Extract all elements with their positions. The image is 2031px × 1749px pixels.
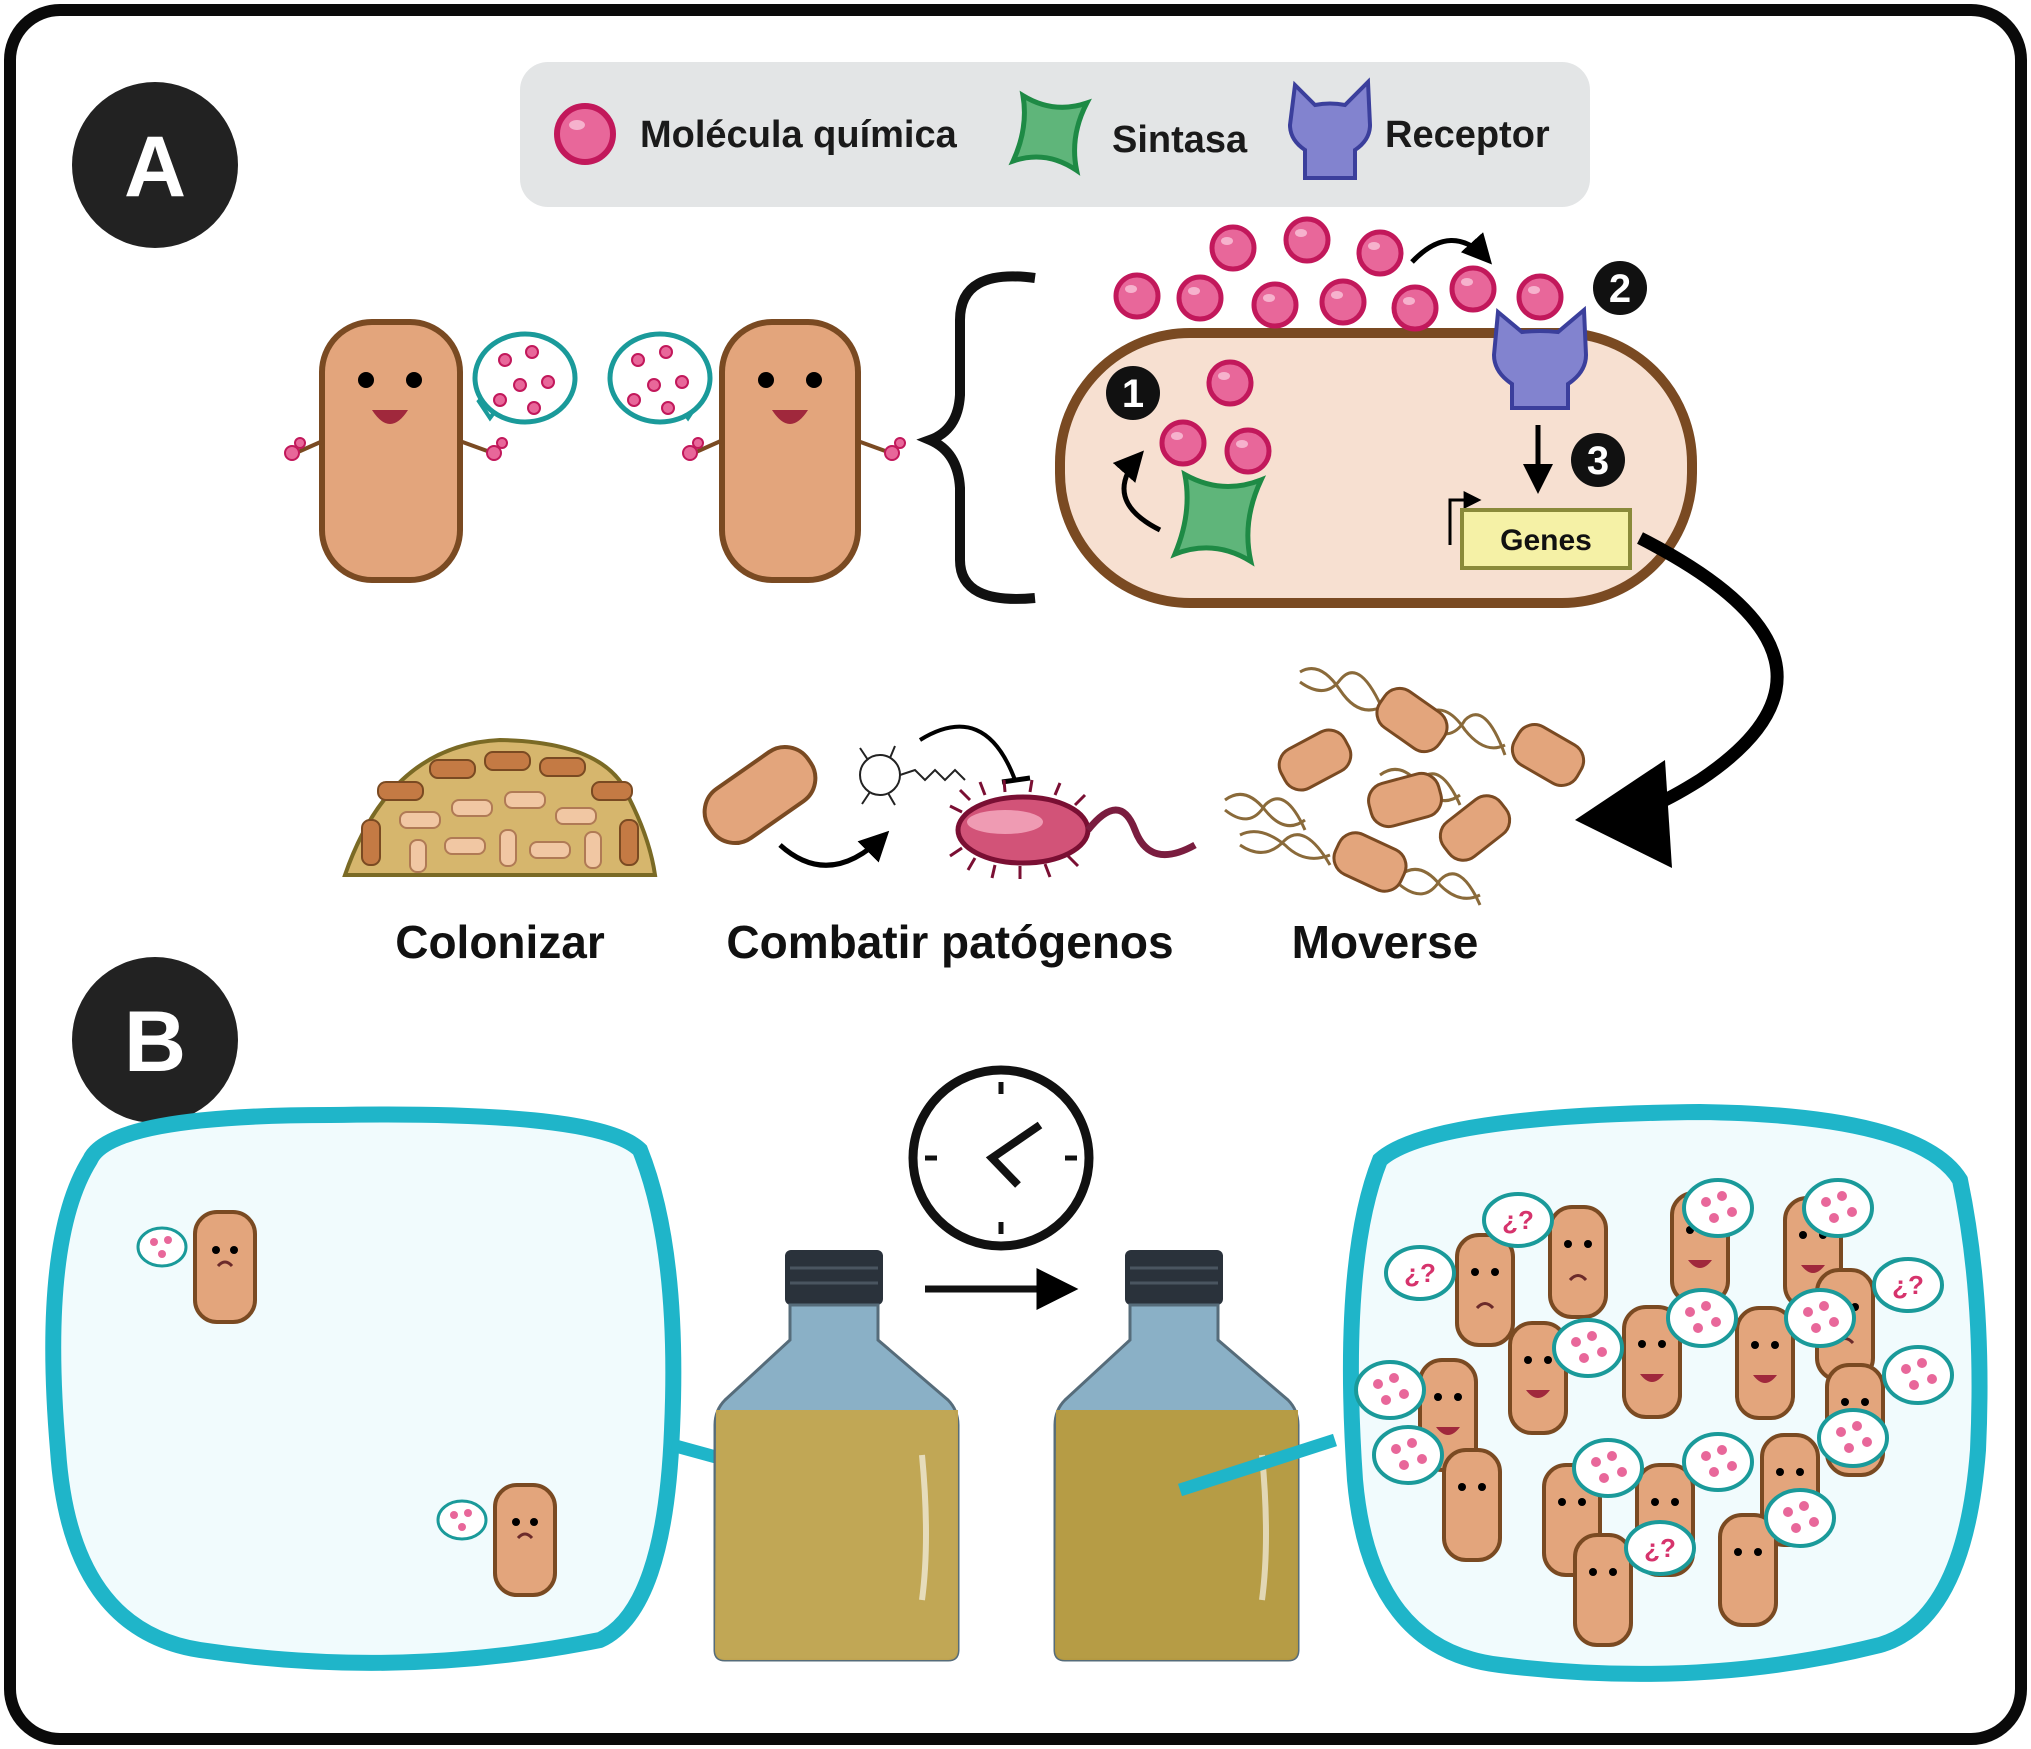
panel-a-badge: A: [72, 82, 238, 248]
step-3-label: 3: [1587, 439, 1609, 483]
lens-low-density: [45, 1106, 820, 1671]
culture-bottle-before: [713, 1250, 960, 1662]
step-2-badge: 2: [1593, 261, 1647, 315]
outcome-label-colonizar: Colonizar: [395, 916, 605, 968]
legend-label-synthase: Sintasa: [1112, 119, 1248, 161]
lens-high-density: ¿? ¿? ¿? ¿?: [1342, 1103, 1988, 1682]
biofilm-illustration: [342, 737, 658, 877]
question-label-4: ¿?: [1644, 1533, 1676, 1563]
legend: Molécula química Sintasa Receptor: [520, 62, 1590, 207]
step-3-badge: 3: [1571, 433, 1625, 487]
panel-b-label: B: [124, 994, 186, 1090]
speech-bubble-left: [472, 331, 578, 425]
step-1-badge: 1: [1106, 366, 1160, 420]
speech-bubble-right: [607, 331, 713, 425]
pathogen-fight-illustration: [702, 724, 1197, 879]
panel-a-label: A: [124, 119, 186, 215]
question-label-1: ¿?: [1502, 1205, 1534, 1235]
pathogen: [949, 779, 1197, 879]
antimicrobial-molecule: [859, 745, 966, 806]
outcome-label-moverse: Moverse: [1292, 916, 1479, 968]
bacterium-right: [607, 319, 906, 583]
lonely-bacterium-2: [436, 1483, 557, 1597]
step-1-label: 1: [1122, 372, 1144, 416]
question-bubbles: ¿? ¿? ¿? ¿?: [1384, 1192, 1944, 1576]
membrane-receptor: [1491, 305, 1589, 410]
binding-arrow: [1410, 232, 1493, 265]
outcome-arrow: [1575, 532, 1784, 868]
curly-brace: [916, 271, 1036, 604]
lonely-bacterium-1: [136, 1210, 257, 1324]
genes-label: Genes: [1500, 524, 1592, 557]
question-label-2: ¿?: [1404, 1258, 1436, 1288]
cell-synthase: [1170, 469, 1267, 567]
question-label-3: ¿?: [1892, 1270, 1924, 1300]
outcome-label-combatir: Combatir patógenos: [726, 916, 1173, 968]
bacterium-left: [284, 319, 578, 583]
clock-icon: [908, 1065, 1094, 1251]
cell-detail: Genes 1 2 3: [1055, 219, 1697, 608]
legend-label-receptor: Receptor: [1385, 114, 1550, 156]
synthase-icon: [1008, 90, 1092, 176]
receptor-icon: [1287, 77, 1373, 180]
synthesis-arrow: [1112, 450, 1162, 533]
legend-label-molecule: Molécula química: [640, 114, 958, 156]
panel-b-badge: B: [72, 957, 238, 1123]
genes-box: Genes: [1448, 491, 1632, 570]
step-2-label: 2: [1609, 267, 1631, 311]
molecule-icon: [554, 103, 616, 165]
motility-illustration: [1224, 667, 1592, 906]
